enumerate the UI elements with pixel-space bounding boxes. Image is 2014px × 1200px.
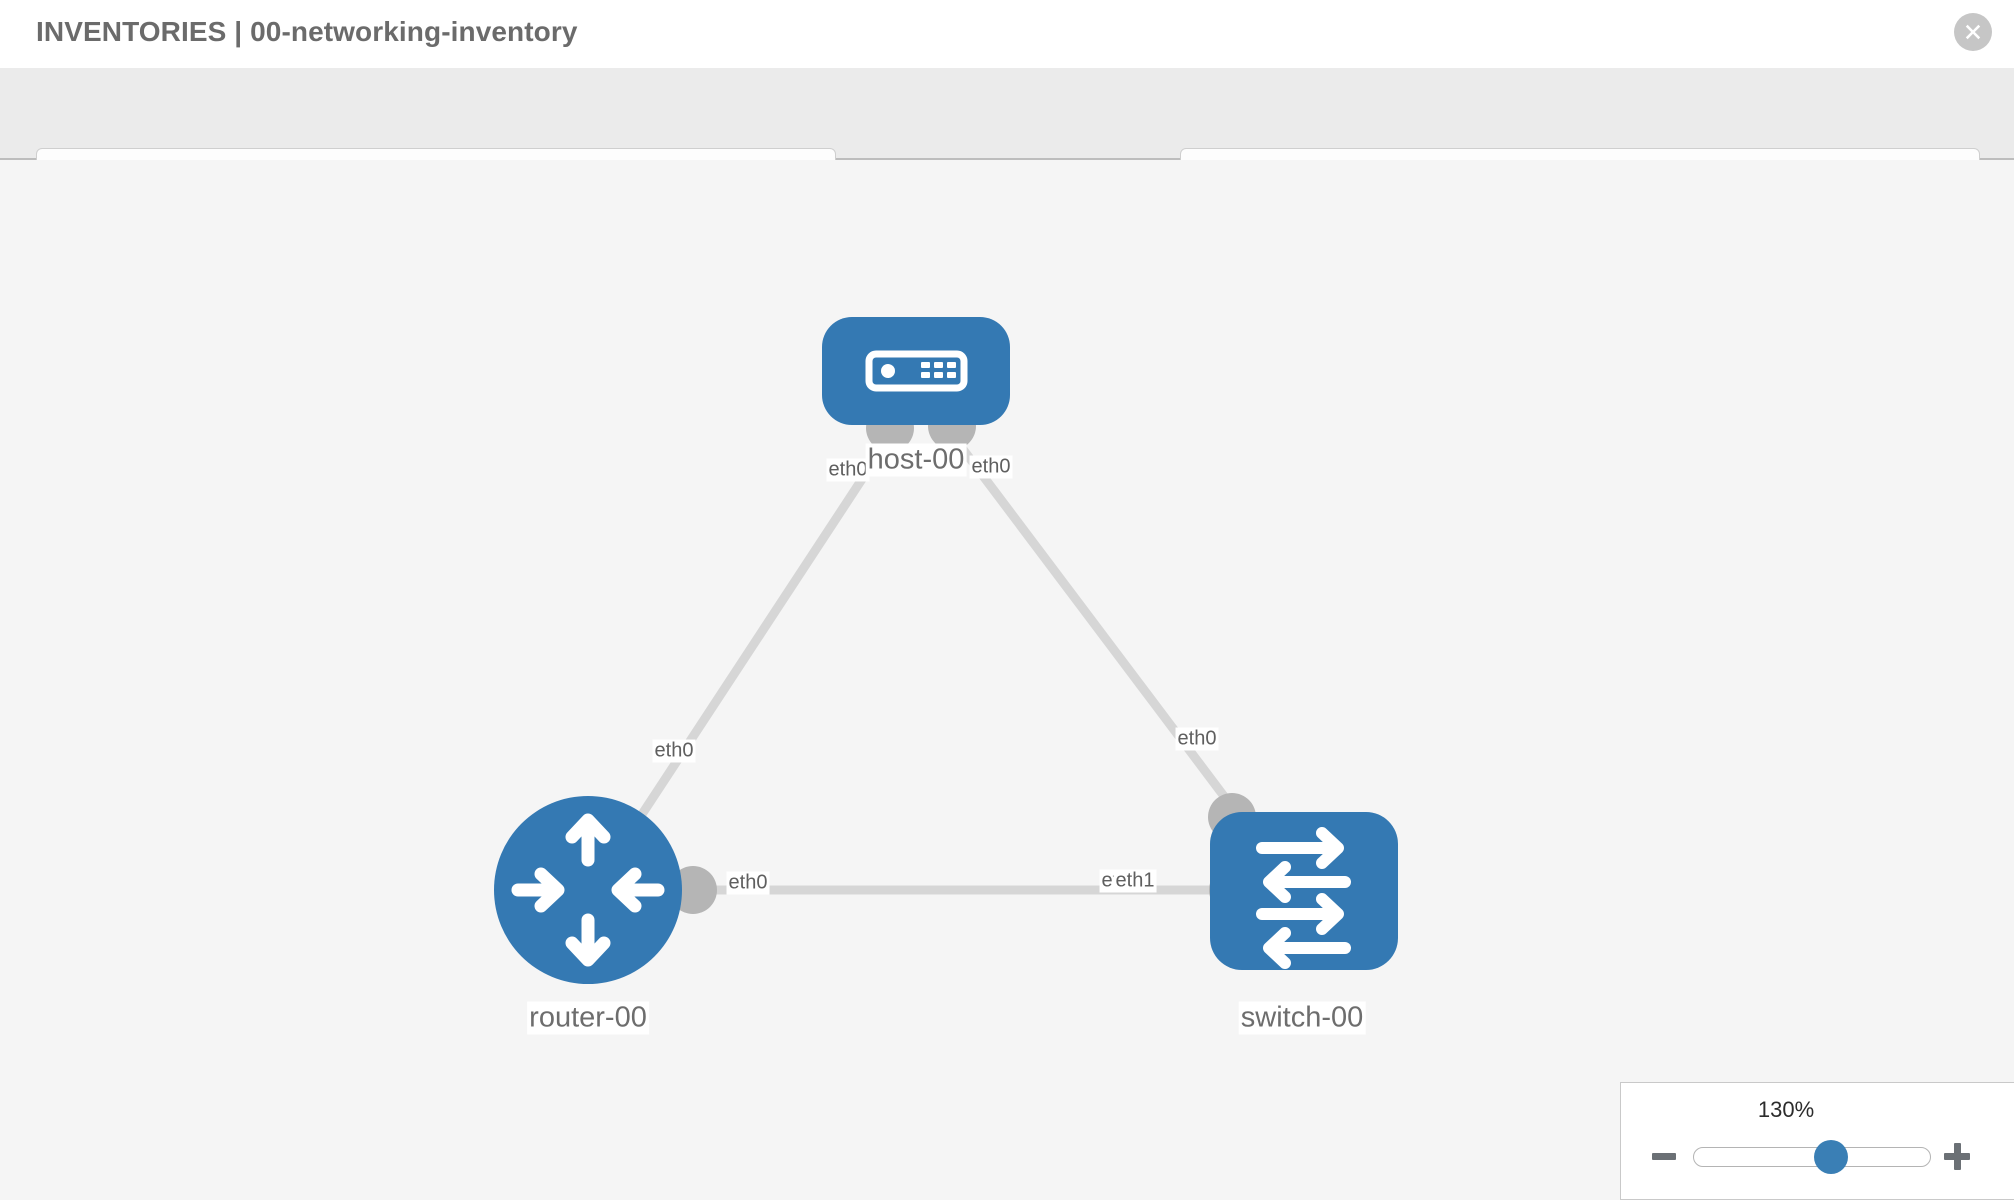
zoom-slider-row <box>1621 1135 1981 1175</box>
iface-label: eth1 <box>1113 869 1157 893</box>
zoom-out-button[interactable] <box>1649 1141 1679 1171</box>
node-label-router-00: router-00 <box>527 1001 649 1035</box>
link-host-router <box>608 432 895 863</box>
zoom-control-panel: 130% <box>1620 1082 2014 1200</box>
zoom-in-button[interactable] <box>1941 1141 1971 1171</box>
iface-label: eth0 <box>969 455 1013 479</box>
link-host-switch <box>946 429 1276 863</box>
iface-label: eth0 <box>652 739 696 763</box>
topology-graph <box>494 317 1398 984</box>
page-title: INVENTORIES | 00-networking-inventory <box>36 16 578 47</box>
node-label-switch-00: switch-00 <box>1238 1001 1366 1035</box>
iface-label: eth0 <box>1175 727 1219 751</box>
zoom-slider-track[interactable] <box>1693 1140 1931 1174</box>
page-header: INVENTORIES | 00-networking-inventory <box>0 0 2014 68</box>
topology-links <box>608 429 1276 895</box>
toolbar: ACTIONS SEARCH <box>0 68 2014 200</box>
iface-label: eth0 <box>726 871 770 895</box>
node-switch-00 <box>1210 812 1398 970</box>
node-label-host-00: host-00 <box>865 443 967 477</box>
topology-canvas[interactable]: eth0 host-00 eth0 eth0 eth0 eth0 eth0 et… <box>0 160 2014 1200</box>
node-host-00 <box>822 317 1010 425</box>
node-router-00 <box>494 796 682 984</box>
zoom-percent-label: 130% <box>1757 1097 1815 1122</box>
zoom-slider-thumb[interactable] <box>1813 1140 1848 1174</box>
close-icon[interactable] <box>1954 13 1992 51</box>
topology-ports <box>669 402 1257 914</box>
iface-label: eth0 <box>826 458 870 482</box>
